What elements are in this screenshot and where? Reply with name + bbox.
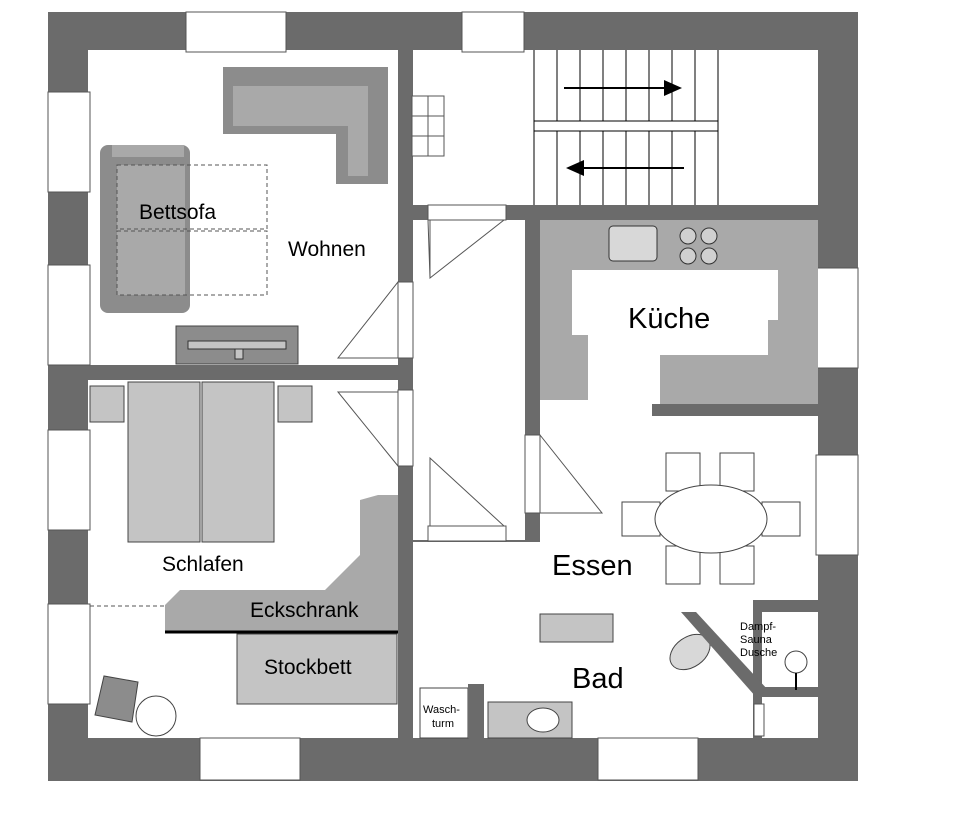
room-sauna-lower-floor <box>762 697 818 738</box>
shower-head-icon <box>784 650 808 674</box>
shelf-grid <box>411 95 445 157</box>
label-eckschrank: Eckschrank <box>250 599 359 622</box>
label-dampf-2: Sauna <box>740 634 773 646</box>
nightstand <box>277 385 313 423</box>
corner-sofa-seat <box>233 86 368 176</box>
arrow-right-head-icon <box>664 80 682 96</box>
sink <box>608 225 658 262</box>
chair <box>665 545 701 585</box>
label-dampf-1: Dampf- <box>740 621 776 633</box>
door-swing-top <box>427 219 506 280</box>
dining-table <box>654 484 768 554</box>
label-bettsofa: Bettsofa <box>139 201 216 224</box>
bathroom-cabinet <box>539 613 614 643</box>
window-bottom-1 <box>199 737 301 781</box>
label-kueche: Küche <box>628 303 710 335</box>
label-dampf-3: Dusche <box>740 647 777 659</box>
stockbett <box>236 633 398 705</box>
door-leaf-essen <box>524 434 541 514</box>
side-table <box>135 695 177 737</box>
door-leaf-bottom <box>427 525 507 542</box>
room-stair-hall-floor <box>413 50 818 205</box>
door-leaf-sauna <box>753 703 765 737</box>
schlafen-furniture <box>89 381 398 737</box>
stove-icon <box>679 227 718 265</box>
sauna-wall <box>681 612 768 697</box>
wohnen-furniture <box>100 67 388 365</box>
window-top-2 <box>461 11 525 53</box>
tv-screen <box>187 340 287 350</box>
room-labels: Bettsofa Wohnen Küche Schlafen Eckschran… <box>139 201 777 730</box>
door-leaf-schlafen <box>397 389 414 467</box>
door-swing-essen <box>539 433 604 514</box>
window-right-1 <box>815 267 859 369</box>
wall-stub <box>468 684 484 738</box>
bad-fixtures <box>419 612 818 739</box>
window-left-1 <box>47 91 91 193</box>
sauna-wall-right <box>764 687 818 697</box>
bed-right <box>201 381 275 543</box>
label-essen: Essen <box>552 550 633 582</box>
bettsofa-outline-top <box>116 164 268 230</box>
chair <box>621 501 661 537</box>
bettsofa-outline-bottom <box>116 230 268 296</box>
chair <box>665 452 701 492</box>
window-left-2 <box>47 264 91 366</box>
dining-set <box>621 452 801 585</box>
staircase <box>533 50 719 205</box>
chair <box>719 452 755 492</box>
label-waschturm-1: Wasch- <box>423 704 460 716</box>
washbasin <box>526 707 560 733</box>
window-top-1 <box>185 11 287 53</box>
room-sauna-floor <box>762 612 818 687</box>
arrow-left-head-icon <box>566 160 584 176</box>
room-flur-floor <box>413 220 525 540</box>
window-left-3 <box>47 429 91 531</box>
door-swing-schlafen <box>336 391 399 468</box>
bed-left <box>127 381 201 543</box>
window-right-2 <box>815 454 859 556</box>
label-waschturm-2: turm <box>432 718 454 730</box>
label-bad: Bad <box>572 663 624 695</box>
eckschrank <box>165 495 398 632</box>
window-bottom-2 <box>597 737 699 781</box>
counter-edge <box>652 404 818 416</box>
waschturm-box <box>419 687 469 739</box>
door-swing-wohnen <box>336 280 399 359</box>
kueche-furniture <box>540 220 818 416</box>
label-schlafen: Schlafen <box>162 553 244 576</box>
windows <box>47 11 859 781</box>
bettsofa-seat <box>117 165 185 295</box>
nightstand <box>89 385 125 423</box>
tv-stand <box>234 348 244 360</box>
bettsofa-back <box>112 145 184 157</box>
armchair <box>94 675 139 723</box>
label-wohnen: Wohnen <box>288 238 366 261</box>
window-left-4 <box>47 603 91 705</box>
door-leaf-wohnen <box>397 281 414 359</box>
chair <box>761 501 801 537</box>
label-stockbett: Stockbett <box>264 656 352 679</box>
doors <box>336 204 765 737</box>
kitchen-counter <box>540 220 818 405</box>
door-leaf-top <box>427 204 507 221</box>
